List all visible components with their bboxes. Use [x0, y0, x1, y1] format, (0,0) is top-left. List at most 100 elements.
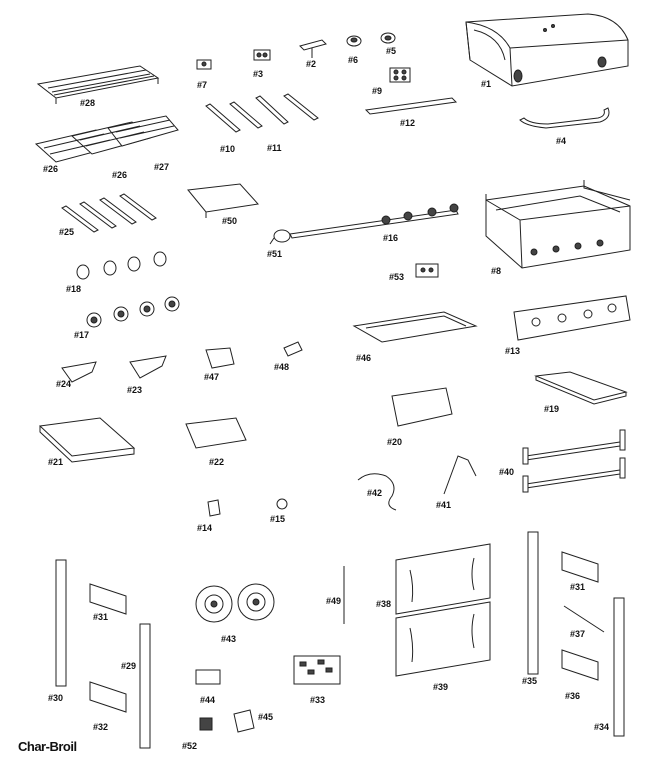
brand-logo: Char-Broil — [18, 731, 118, 761]
part-50-tray — [187, 183, 259, 213]
label-43: #43 — [221, 634, 237, 644]
label-28: #28 — [80, 98, 96, 108]
label-27: #27 — [154, 162, 170, 172]
part-53-hardware-pack — [415, 263, 439, 278]
part-24-bracket — [61, 361, 97, 383]
part-30-leg — [55, 559, 67, 687]
part-26-27-cooking-grates — [34, 115, 179, 163]
label-9: #9 — [372, 86, 383, 96]
part-16-manifold — [289, 203, 459, 239]
part-5-bezel — [380, 32, 396, 44]
label-20: #20 — [387, 437, 403, 447]
part-52-battery — [199, 717, 213, 731]
part-1-lid — [465, 13, 629, 87]
part-40-rails — [522, 429, 626, 493]
part-9-hardware-pack — [389, 67, 411, 83]
label-49: #49 — [326, 596, 342, 606]
label-15: #15 — [270, 514, 286, 524]
part-29-leg — [139, 623, 151, 749]
part-34-leg — [613, 597, 625, 737]
part-12-heat-shield — [364, 97, 458, 115]
part-11-burner — [255, 93, 319, 125]
part-48-clip — [283, 341, 303, 357]
part-47-grease-cup — [205, 347, 235, 369]
label-24: #24 — [56, 379, 72, 389]
part-39-door — [395, 601, 491, 677]
label-50: #50 — [222, 216, 238, 226]
part-46-grease-tray — [352, 311, 478, 343]
label-13: #13 — [505, 346, 521, 356]
label-1: #1 — [481, 79, 492, 89]
part-37-rod — [563, 605, 605, 633]
label-53: #53 — [389, 272, 405, 282]
part-6-knob — [346, 35, 362, 47]
label-45: #45 — [258, 712, 274, 722]
brand-name: Char-Broil — [18, 739, 77, 754]
label-7: #7 — [197, 80, 208, 90]
label-25: #25 — [59, 227, 75, 237]
part-28-warming-rack — [36, 65, 160, 104]
label-42: #42 — [367, 488, 383, 498]
label-23: #23 — [127, 385, 143, 395]
label-31a: #31 — [93, 612, 109, 622]
part-2-bracket — [299, 39, 327, 58]
part-21-side-shelf — [38, 417, 136, 463]
label-47: #47 — [204, 372, 220, 382]
part-38-door — [395, 543, 491, 615]
part-20-panel — [391, 387, 453, 427]
part-25-flame-tamers — [61, 193, 157, 233]
label-38: #38 — [376, 599, 392, 609]
part-35-leg — [527, 531, 539, 675]
label-4: #4 — [556, 136, 567, 146]
part-32-brace — [89, 681, 127, 713]
part-4-handle — [519, 107, 610, 129]
label-10: #10 — [220, 144, 236, 154]
part-36-brace — [561, 649, 599, 681]
label-6: #6 — [348, 55, 359, 65]
label-31b: #31 — [570, 582, 586, 592]
label-33: #33 — [310, 695, 326, 705]
label-35: #35 — [522, 676, 538, 686]
label-32: #32 — [93, 722, 109, 732]
label-18: #18 — [66, 284, 82, 294]
part-13-control-panel — [513, 295, 631, 341]
label-40: #40 — [499, 467, 515, 477]
label-8: #8 — [491, 266, 502, 276]
part-3-hardware-pack — [253, 49, 271, 61]
part-31-brace-right — [561, 551, 599, 583]
part-8-firebox — [485, 180, 631, 269]
label-19: #19 — [544, 404, 560, 414]
part-19-side-shelf — [534, 371, 628, 405]
label-17: #17 — [74, 330, 90, 340]
part-17-bezels — [86, 296, 180, 328]
label-3: #3 — [253, 69, 264, 79]
label-44: #44 — [200, 695, 216, 705]
label-26b: #26 — [112, 170, 128, 180]
label-12: #12 — [400, 118, 416, 128]
label-30: #30 — [48, 693, 64, 703]
label-39: #39 — [433, 682, 449, 692]
label-46: #46 — [356, 353, 372, 363]
label-34: #34 — [594, 722, 610, 732]
part-44-hardware-pack — [195, 669, 221, 685]
part-51-regulator — [269, 229, 291, 245]
label-36: #36 — [565, 691, 581, 701]
label-21: #21 — [48, 457, 64, 467]
part-33-hardware-pack — [293, 655, 341, 685]
label-52: #52 — [182, 741, 198, 751]
label-22: #22 — [209, 457, 225, 467]
label-51: #51 — [267, 249, 283, 259]
part-22-panel — [185, 417, 247, 449]
label-48: #48 — [274, 362, 290, 372]
label-5: #5 — [386, 46, 397, 56]
part-42-igniter-wire — [357, 473, 397, 511]
part-10-burner — [205, 101, 263, 133]
part-23-bracket — [129, 355, 167, 379]
label-16: #16 — [383, 233, 399, 243]
label-37: #37 — [570, 629, 586, 639]
part-15-button — [276, 498, 288, 510]
label-14: #14 — [197, 523, 213, 533]
label-29: #29 — [121, 661, 137, 671]
label-41: #41 — [436, 500, 452, 510]
